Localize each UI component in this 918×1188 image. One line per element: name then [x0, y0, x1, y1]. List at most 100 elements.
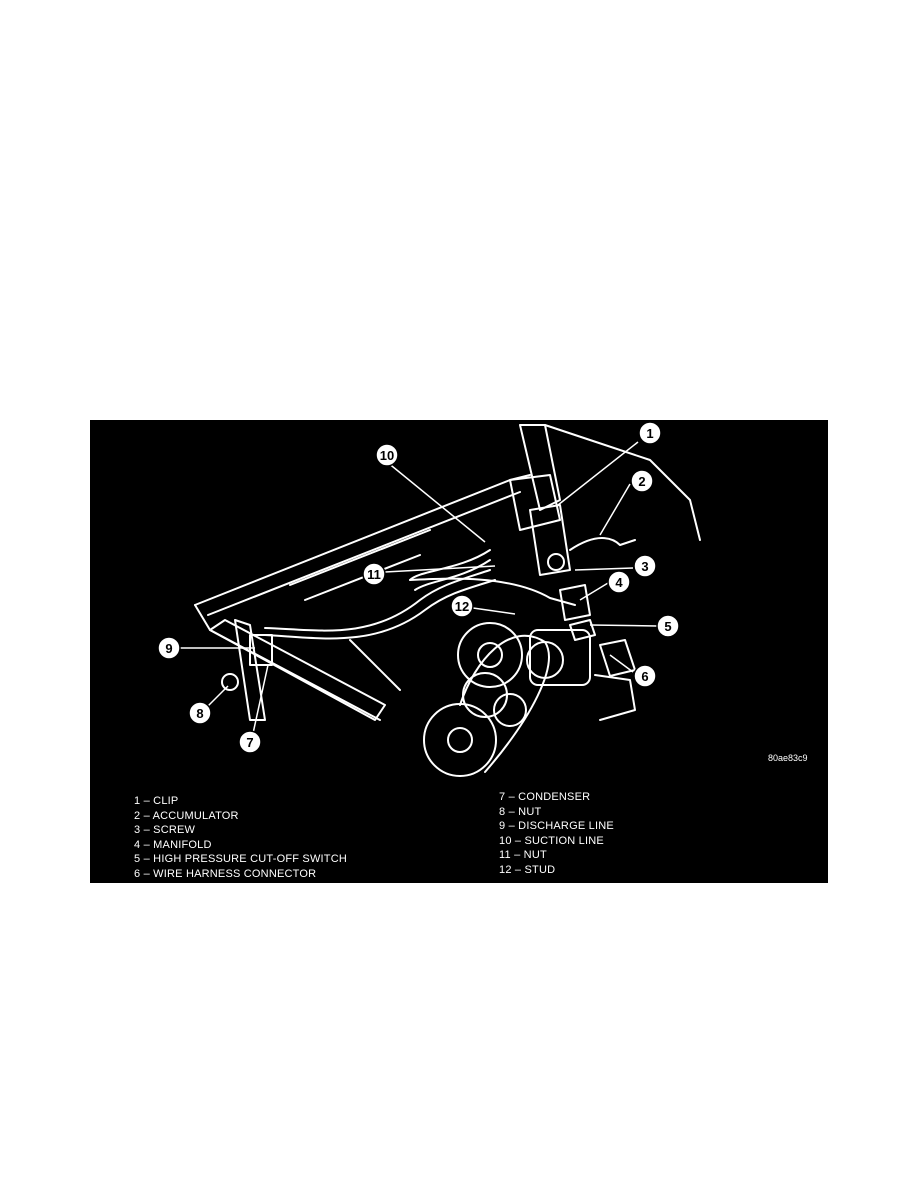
callout-5-label: 5 — [664, 619, 671, 634]
legend-label: CONDENSER — [518, 791, 591, 803]
manifold-block — [559, 584, 591, 621]
suction-line — [409, 549, 491, 581]
callout-6: 6 — [633, 664, 657, 688]
legend-label: HIGH PRESSURE CUT-OFF SWITCH — [153, 853, 347, 866]
legend-label: WIRE HARNESS CONNECTOR — [153, 867, 317, 880]
legend-item: 9 – DISCHARGE LINE — [499, 820, 614, 833]
legend-right: 7 – CONDENSER 8 – NUT 9 – DISCHARGE LINE… — [499, 790, 614, 878]
legend-label: MANIFOLD — [153, 838, 212, 851]
callout-9-label: 9 — [165, 641, 172, 656]
leader-3 — [574, 567, 634, 571]
legend-num: 4 — [134, 838, 141, 851]
legend-num: 6 — [134, 867, 141, 880]
callout-2-label: 2 — [638, 474, 645, 489]
pulley-large-hub — [477, 642, 503, 668]
radiator-support — [209, 619, 386, 721]
legend-item: 12 – STUD — [499, 863, 556, 876]
harness-connector — [599, 639, 636, 677]
legend-num: 9 — [499, 820, 506, 833]
callout-1-label: 1 — [646, 426, 653, 441]
compressor-body — [529, 629, 591, 686]
legend-label: NUT — [523, 849, 547, 862]
strut-tower — [509, 474, 561, 531]
pulley-small — [493, 693, 527, 727]
callout-7: 7 — [238, 730, 262, 754]
legend-item: 7 – CONDENSER — [499, 791, 591, 803]
legend-left: 1 – CLIP 2 – ACCUMULATOR 3 – SCREW 4 – M… — [134, 794, 347, 882]
legend-num: 12 — [499, 863, 512, 876]
grille-lines — [289, 529, 431, 691]
legend-num: 2 — [134, 809, 141, 822]
leader-12 — [472, 607, 516, 615]
legend-item: 10 – SUCTION LINE — [499, 834, 604, 847]
legend-item: 5 – HIGH PRESSURE CUT-OFF SWITCH — [134, 853, 347, 866]
callout-2: 2 — [630, 469, 654, 493]
accumulator-tube — [569, 537, 636, 551]
condenser-fitting — [249, 634, 273, 666]
legend-num: 3 — [134, 824, 141, 837]
legend-label: ACCUMULATOR — [152, 809, 239, 822]
callout-1: 1 — [638, 421, 662, 445]
legend-item: 11 – NUT — [499, 849, 547, 862]
accumulator-body — [529, 504, 571, 576]
callout-8: 8 — [188, 701, 212, 725]
callout-12-label: 12 — [455, 599, 469, 614]
callout-8-label: 8 — [196, 706, 203, 721]
discharge-line — [264, 569, 491, 632]
legend-item: 2 – ACCUMULATOR — [134, 809, 239, 822]
callout-9: 9 — [157, 636, 181, 660]
fan-pulley-hub — [447, 727, 473, 753]
pulley-large — [457, 622, 523, 688]
leader-7 — [251, 664, 269, 739]
callout-7-label: 7 — [246, 735, 253, 750]
legend-num: 7 — [499, 791, 506, 803]
callout-12: 12 — [450, 594, 474, 618]
legend-num: 5 — [134, 853, 141, 866]
callout-10-label: 10 — [380, 448, 394, 463]
condenser-nut — [221, 673, 239, 691]
callout-3: 3 — [633, 554, 657, 578]
legend-label: SCREW — [153, 824, 196, 837]
discharge-line-2 — [264, 579, 496, 640]
callout-11: 11 — [362, 562, 386, 586]
figure-id: 80ae83c9 — [768, 753, 808, 763]
leader-5 — [589, 624, 658, 627]
legend-label: SUCTION LINE — [524, 834, 604, 847]
callout-4-label: 4 — [615, 575, 623, 590]
callout-10: 10 — [375, 443, 399, 467]
firewall-panel — [544, 424, 701, 541]
leader-2 — [599, 483, 631, 536]
legend-num: 8 — [499, 805, 506, 818]
callout-11-label: 11 — [367, 567, 381, 582]
callout-6-label: 6 — [641, 669, 648, 684]
callout-4: 4 — [607, 570, 631, 594]
engine-bay-illustration: 1 2 3 4 5 6 7 8 9 10 11 12 — [157, 421, 701, 777]
legend-label: CLIP — [153, 795, 179, 807]
callout-3-label: 3 — [641, 559, 648, 574]
leader-10 — [386, 461, 486, 543]
legend-item: 3 – SCREW — [134, 824, 196, 837]
engine-block — [594, 674, 636, 721]
legend-item: 6 – WIRE HARNESS CONNECTOR — [134, 867, 317, 880]
firewall-strut — [519, 424, 561, 511]
compressor-clutch — [526, 641, 564, 679]
hp-switch — [569, 619, 596, 641]
legend-label: NUT — [518, 805, 542, 818]
accumulator-cap — [547, 553, 565, 571]
legend-item: 4 – MANIFOLD — [134, 838, 212, 851]
legend-num: 10 — [499, 834, 512, 847]
legend-label: DISCHARGE LINE — [518, 820, 614, 833]
legend-item: 1 – CLIP — [134, 795, 179, 807]
legend-num: 1 — [134, 795, 141, 807]
condenser-front — [234, 619, 266, 721]
suction-line-c — [414, 559, 491, 591]
legend-label: STUD — [524, 863, 556, 876]
fender-edge-inner — [207, 491, 521, 616]
legend-item: 8 – NUT — [499, 805, 542, 818]
leader-8 — [207, 685, 229, 707]
callout-5: 5 — [656, 614, 680, 638]
leader-11 — [384, 565, 496, 573]
suction-line-b — [409, 577, 576, 606]
leader-4 — [579, 582, 609, 601]
fan-pulley — [423, 703, 497, 777]
